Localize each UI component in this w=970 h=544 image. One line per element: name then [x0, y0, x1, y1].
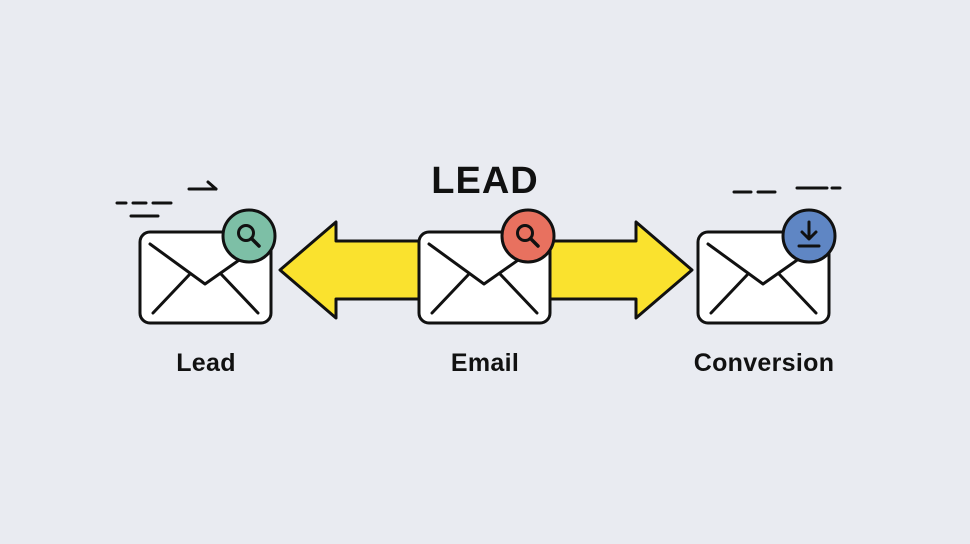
motion-lines-right [732, 186, 842, 194]
download-icon [781, 208, 837, 264]
search-icon [500, 208, 556, 264]
node-label-lead: Lead [176, 349, 236, 377]
motion-lines-left [115, 180, 218, 218]
arrow-right-icon [548, 220, 694, 320]
node-label-email: Email [450, 349, 520, 377]
arrow-left-icon [278, 220, 422, 320]
diagram-title: LEAD [431, 160, 539, 202]
node-label-conversion: Conversion [693, 349, 835, 377]
search-icon [221, 208, 277, 264]
